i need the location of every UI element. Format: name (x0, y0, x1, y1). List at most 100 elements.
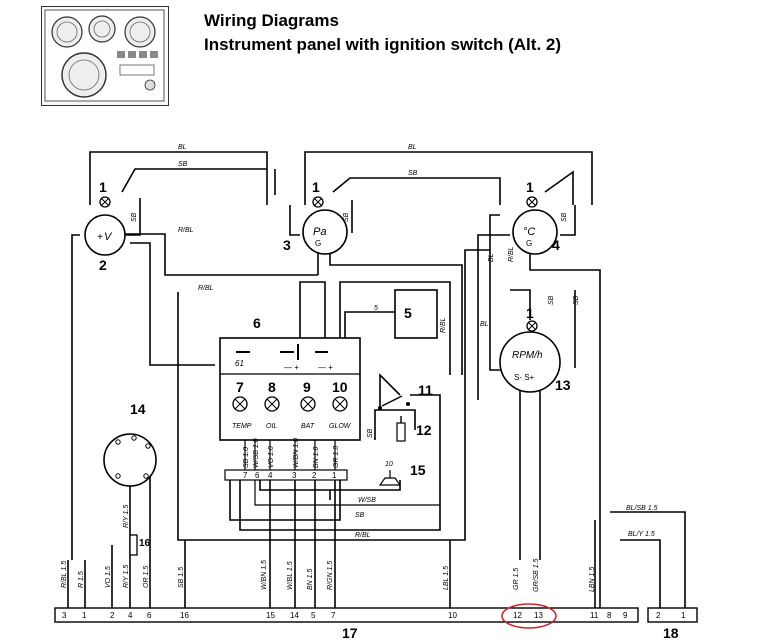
svg-text:SB: SB (573, 295, 580, 305)
svg-text:1: 1 (681, 611, 686, 620)
svg-text:6: 6 (147, 611, 152, 620)
svg-text:7: 7 (236, 379, 244, 395)
svg-text:LBN 1.5: LBN 1.5 (589, 567, 596, 592)
page-title: Wiring Diagrams (204, 11, 339, 30)
svg-text:R 1.5: R 1.5 (78, 571, 85, 588)
svg-text:+: + (97, 232, 103, 243)
svg-text:LBL 1.5: LBL 1.5 (443, 566, 450, 590)
svg-text:W/BN 1.5: W/BN 1.5 (261, 560, 268, 590)
svg-text:13: 13 (555, 377, 571, 393)
svg-text:9: 9 (303, 379, 311, 395)
panel-wire-labels: SB 1.0 W/SB 1.0 VO 1.0 W/BN 1.0 BN 1.0 G… (243, 438, 340, 468)
svg-text:6: 6 (255, 471, 260, 480)
svg-text:RPM/h: RPM/h (512, 350, 543, 361)
svg-text:GR/SB 1.5: GR/SB 1.5 (533, 558, 540, 592)
svg-text:G: G (526, 239, 532, 248)
warning-panel: 61 — + — + 7 TEMP 8 OIL 9 BAT 10 GLOW (219, 337, 361, 441)
svg-text:°C: °C (523, 226, 535, 238)
svg-text:3: 3 (62, 611, 67, 620)
svg-text:BL: BL (488, 253, 495, 262)
page-subtitle: Instrument panel with ignition switch (A… (204, 35, 561, 54)
svg-text:SB: SB (408, 170, 418, 177)
lamp-oil: 8 OIL (264, 379, 280, 430)
ignition-switch: 14 (103, 401, 157, 487)
svg-text:5: 5 (311, 611, 316, 620)
svg-text:1: 1 (312, 179, 320, 195)
svg-text:— +: — + (284, 363, 299, 372)
svg-text:10: 10 (448, 611, 457, 620)
connector-17: 3 1 2 4 6 16 15 14 5 7 10 12 13 11 8 9 1… (54, 607, 639, 640)
lamp-temp: 7 TEMP (232, 379, 252, 430)
svg-text:OIL: OIL (266, 423, 277, 430)
svg-text:1: 1 (82, 611, 87, 620)
svg-text:14: 14 (290, 611, 299, 620)
svg-text:TEMP: TEMP (232, 423, 252, 430)
svg-text:BN 1.0: BN 1.0 (313, 446, 320, 468)
svg-text:15: 15 (410, 462, 426, 478)
svg-text:13: 13 (534, 611, 543, 620)
pa-label: Pa (313, 226, 326, 238)
gauge-temperature: °C G (512, 209, 558, 255)
svg-text:SB: SB (343, 212, 350, 222)
svg-text:SB: SB (131, 212, 138, 222)
component-5-box: 5 (394, 289, 438, 339)
svg-text:SB: SB (355, 512, 365, 519)
svg-text:G: G (315, 239, 321, 248)
svg-text:SB: SB (561, 212, 568, 222)
svg-text:R/Y 1.5: R/Y 1.5 (123, 565, 130, 588)
svg-text:1: 1 (332, 471, 337, 480)
svg-text:VO 1.5: VO 1.5 (105, 566, 112, 588)
svg-text:11: 11 (418, 382, 433, 398)
lamp-glow: 10 GLOW (329, 379, 352, 430)
svg-text:OR 1.5: OR 1.5 (143, 566, 150, 588)
gauge-voltmeter: + V (84, 214, 126, 256)
svg-text:61: 61 (235, 359, 244, 368)
svg-text:R/BL 1.5: R/BL 1.5 (61, 561, 68, 588)
svg-text:18: 18 (663, 625, 679, 640)
svg-text:10: 10 (332, 379, 348, 395)
svg-text:17: 17 (342, 625, 358, 640)
svg-text:SB 1.5: SB 1.5 (178, 567, 185, 588)
svg-text:15: 15 (266, 611, 275, 620)
switch-11: 11 (378, 382, 433, 410)
svg-text:16: 16 (139, 538, 151, 549)
gauge-lamps (99, 196, 538, 332)
svg-text:BL/Y 1.5: BL/Y 1.5 (628, 531, 655, 538)
wires (67, 151, 686, 608)
svg-text:R/Y 1.5: R/Y 1.5 (123, 505, 130, 528)
wire-color-labels: BL SB BL SB SB SB SB R/BL R/BL R/BL BL R… (123, 144, 658, 539)
svg-text:4: 4 (552, 237, 560, 253)
svg-text:R/BL: R/BL (198, 285, 214, 292)
svg-text:W/SB 1.0: W/SB 1.0 (253, 438, 260, 468)
svg-text:2: 2 (656, 611, 661, 620)
svg-text:R/BL: R/BL (355, 532, 371, 539)
svg-text:— +: — + (318, 363, 333, 372)
component-numbers: 1 1 1 1 2 3 4 6 13 (99, 179, 571, 393)
svg-text:R/BL: R/BL (178, 227, 194, 234)
svg-text:14: 14 (130, 401, 146, 417)
svg-text:4: 4 (128, 611, 133, 620)
svg-text:SB: SB (178, 161, 188, 168)
svg-text:SB: SB (367, 428, 374, 438)
svg-text:W/BN 1.0: W/BN 1.0 (293, 438, 300, 468)
connector-18: 2 1 18 (647, 607, 698, 640)
svg-text:W/SB: W/SB (358, 497, 376, 504)
svg-text:BN 1.5: BN 1.5 (307, 568, 314, 590)
svg-text:8: 8 (607, 611, 612, 620)
instrument-panel-thumbnail (41, 6, 169, 106)
svg-text:5: 5 (404, 305, 412, 321)
svg-text:7: 7 (243, 471, 248, 480)
svg-text:3: 3 (283, 237, 291, 253)
svg-text:R/BL: R/BL (440, 317, 447, 333)
switch-12: 12 (396, 416, 432, 442)
svg-text:3: 3 (292, 471, 297, 480)
svg-text:BAT: BAT (301, 423, 315, 430)
svg-text:1: 1 (526, 305, 534, 321)
svg-text:BL: BL (480, 321, 489, 328)
panel-terminal-strip: 7 6 4 3 2 1 (224, 469, 348, 481)
svg-text:1: 1 (526, 179, 534, 195)
svg-text:BL: BL (178, 144, 187, 151)
svg-text:10: 10 (385, 461, 393, 468)
svg-text:2: 2 (99, 257, 107, 273)
svg-text:BL: BL (408, 144, 417, 151)
